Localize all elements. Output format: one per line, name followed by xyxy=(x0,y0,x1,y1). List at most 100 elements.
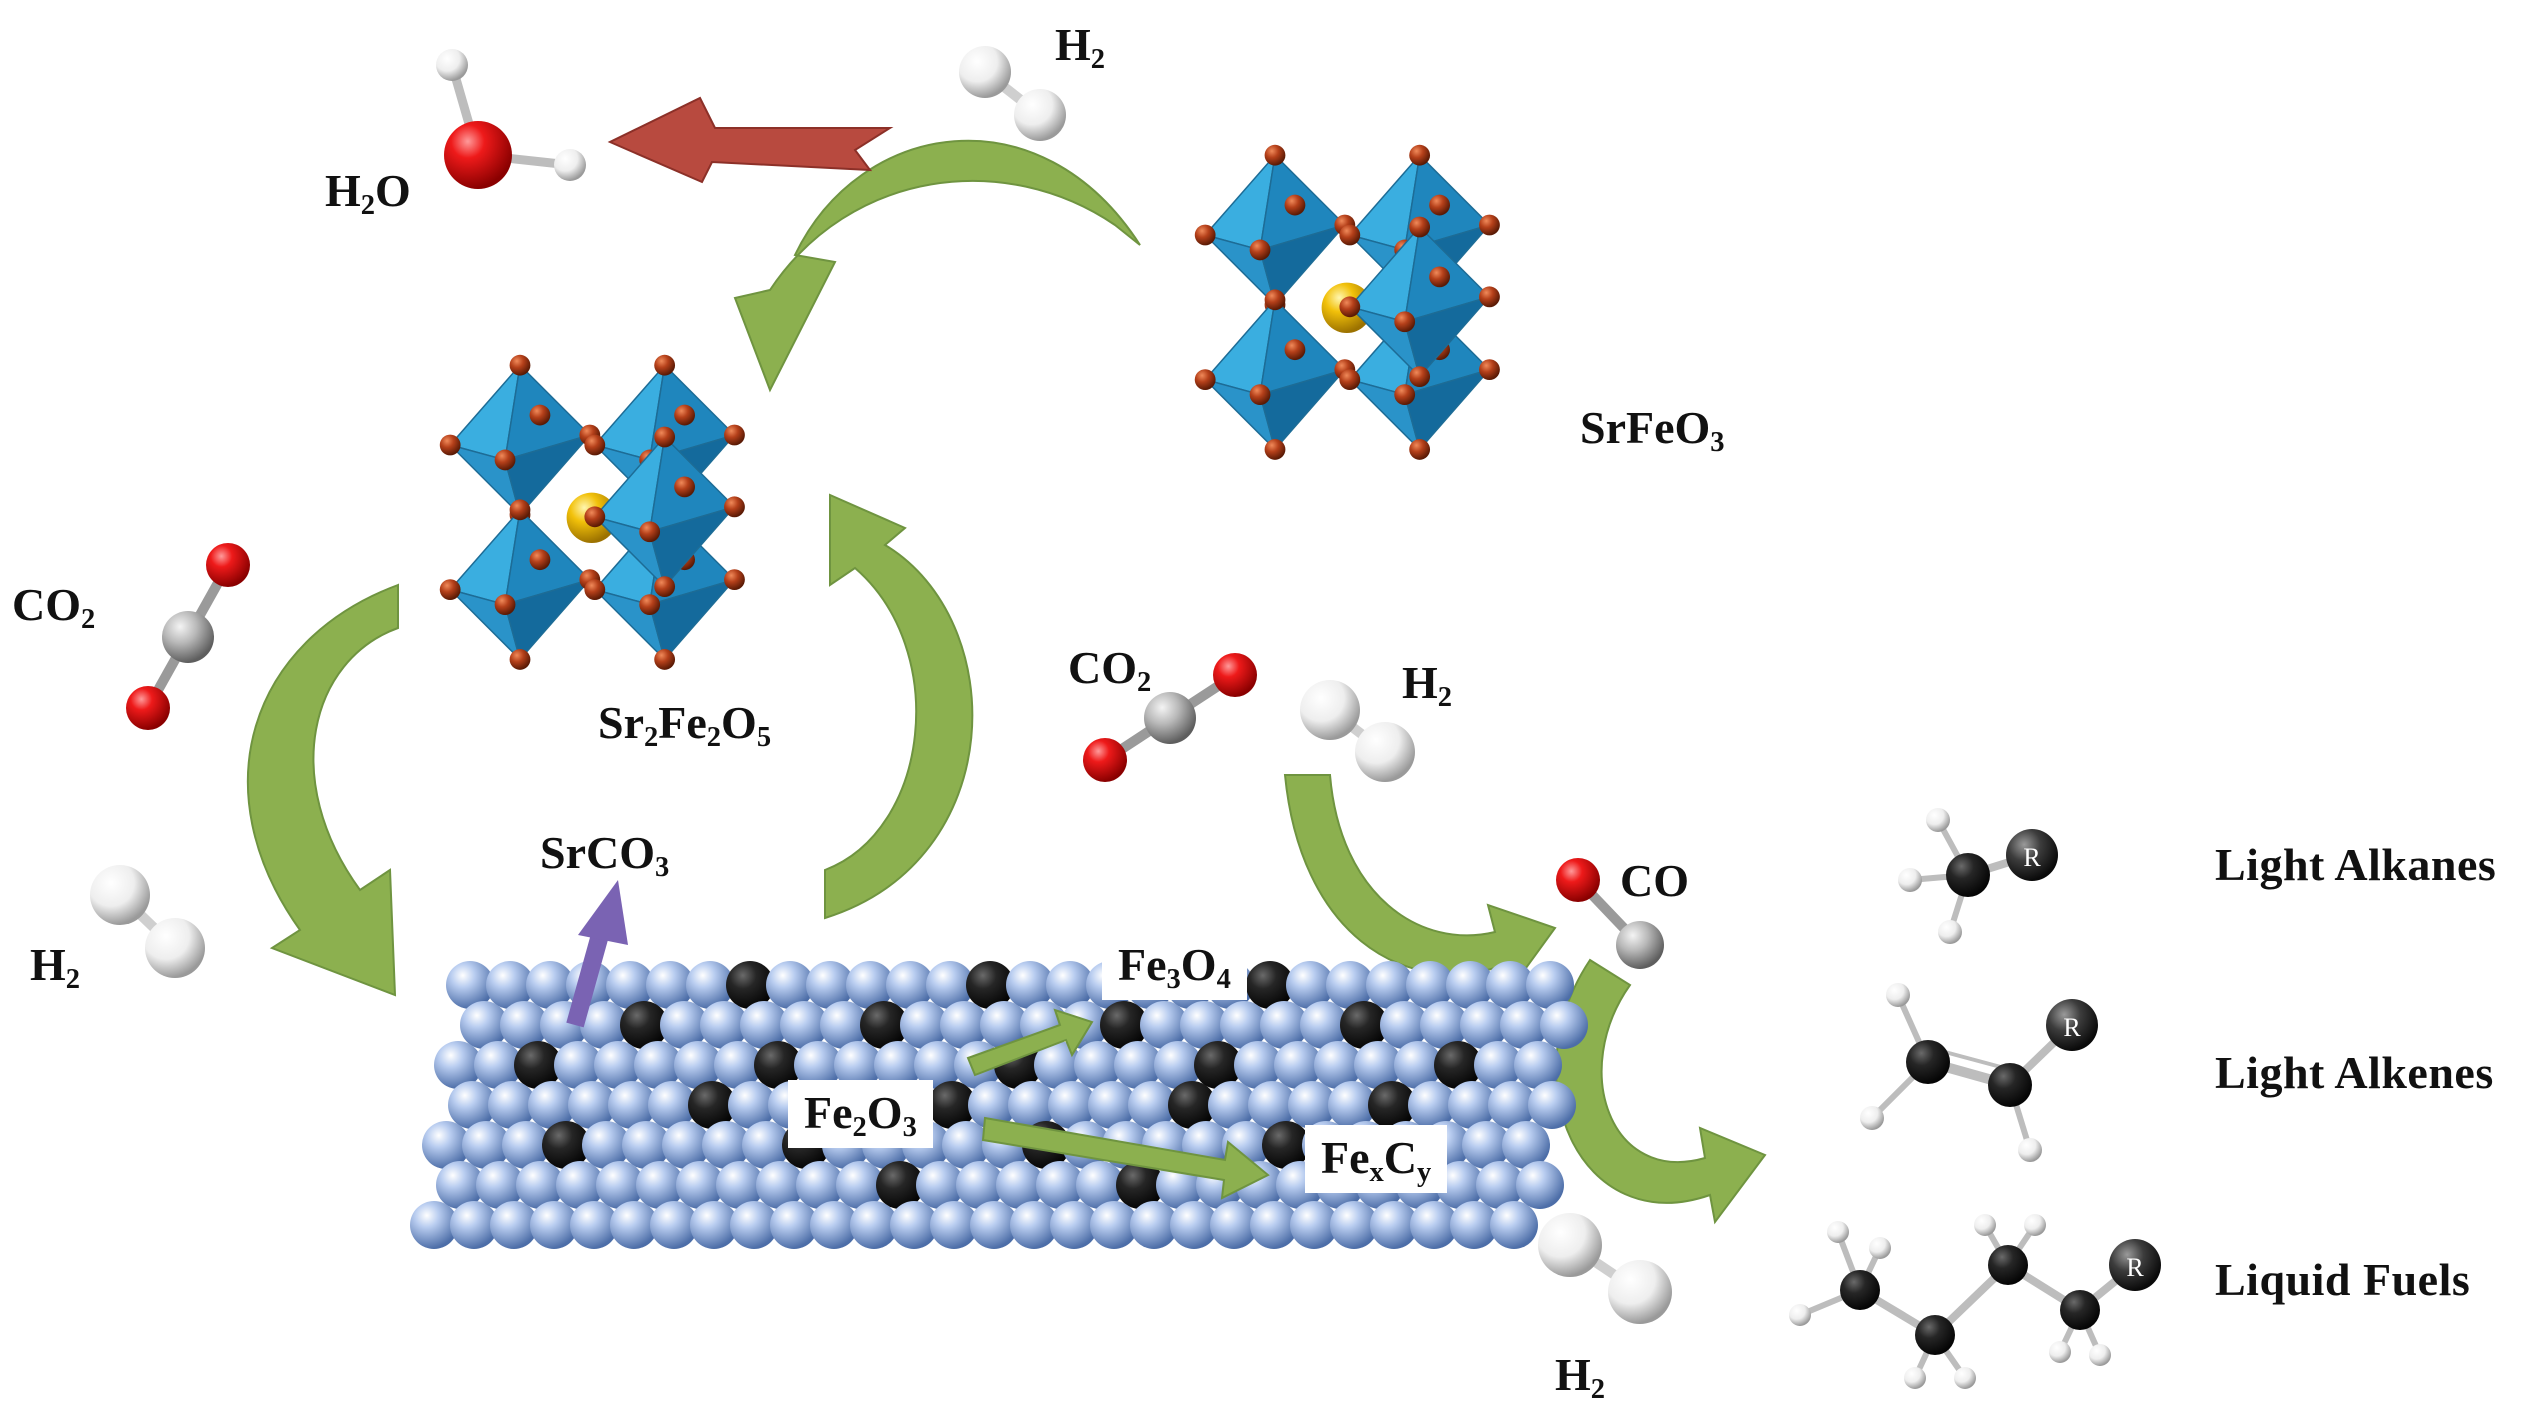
surface-sphere xyxy=(1006,961,1054,1009)
surface-sphere xyxy=(850,1201,898,1249)
surface-sphere xyxy=(1314,1041,1362,1089)
surface-sphere xyxy=(1490,1201,1538,1249)
surface-sphere xyxy=(530,1201,578,1249)
surface-sphere xyxy=(580,1001,628,1049)
surface-sphere xyxy=(730,1201,778,1249)
oxygen-atom xyxy=(1249,384,1271,405)
surface-sphere xyxy=(1328,1081,1376,1129)
surface-sphere xyxy=(1220,1001,1268,1049)
carbon-sphere xyxy=(1100,1001,1148,1049)
surface-sphere xyxy=(1528,1081,1576,1129)
surface-sphere xyxy=(610,1201,658,1249)
oxygen-atom xyxy=(1409,366,1431,388)
surface-sphere xyxy=(1048,1081,1096,1129)
oxygen-atom xyxy=(1479,214,1500,236)
oxygen-atom xyxy=(439,434,461,456)
surface-sphere xyxy=(914,1041,962,1089)
oxygen-atom xyxy=(584,434,606,456)
surface-sphere xyxy=(1248,1081,1296,1129)
surface-sphere xyxy=(836,1161,884,1209)
fe2o3-to-fexcy-arrow xyxy=(981,1116,1270,1200)
h2-label-mid: H2 xyxy=(1402,657,1453,713)
sr2fe2o5-crystal xyxy=(439,354,745,670)
oxygen-atom xyxy=(1409,439,1431,460)
oxygen-atom xyxy=(494,449,516,471)
surface-sphere xyxy=(606,961,654,1009)
surface-sphere xyxy=(690,1201,738,1249)
carbon-sphere xyxy=(1246,961,1294,1009)
oxygen-atom xyxy=(1409,144,1431,166)
surface-sphere xyxy=(716,1161,764,1209)
oxygen-atom xyxy=(529,404,551,426)
oxygen-atom xyxy=(584,506,606,528)
surface-sphere xyxy=(1210,1201,1258,1249)
octahedron-face xyxy=(1259,223,1348,307)
oxygen-atom xyxy=(1339,224,1361,246)
oxygen-atom xyxy=(1264,144,1286,166)
surface-sphere xyxy=(460,1001,508,1049)
surface-sphere xyxy=(1250,1201,1298,1249)
surface-sphere xyxy=(674,1041,722,1089)
surface-sphere xyxy=(490,1201,538,1249)
liquid-fuels-label: Liquid Fuels xyxy=(2215,1254,2471,1305)
oxygen-atom xyxy=(1409,216,1431,238)
surface-sphere xyxy=(1380,1001,1428,1049)
surface-sphere xyxy=(1446,961,1494,1009)
surface-sphere xyxy=(916,1161,964,1209)
oxygen-atom xyxy=(1479,359,1500,381)
co2-to-co-arrow xyxy=(1283,774,1557,993)
surface-sphere xyxy=(462,1121,510,1169)
carbon-sphere xyxy=(620,1001,668,1049)
oxygen-atom xyxy=(1264,289,1286,311)
surface-sphere xyxy=(1540,1001,1588,1049)
h2-molecule-bottom xyxy=(1538,1213,1672,1324)
carbon-sphere xyxy=(876,1161,924,1209)
h2-label-left: H2 xyxy=(30,939,81,995)
oxygen-atom xyxy=(509,649,531,670)
surface-sphere xyxy=(556,1161,604,1209)
surface-sphere xyxy=(702,1121,750,1169)
surface-sphere xyxy=(1076,1161,1124,1209)
oxygen-atom xyxy=(654,649,676,670)
surface-sphere xyxy=(1476,1161,1524,1209)
surface-sphere xyxy=(1036,1161,1084,1209)
surface-sphere xyxy=(1450,1201,1498,1249)
oxygen-atom xyxy=(1249,239,1271,261)
surface-sphere xyxy=(1516,1161,1564,1209)
surface-sphere xyxy=(1420,1001,1468,1049)
surface-sphere xyxy=(436,1161,484,1209)
surface-sphere xyxy=(434,1041,482,1089)
srfeo3-crystal xyxy=(1194,144,1500,460)
surface-sphere xyxy=(1474,1041,1522,1089)
surface-sphere xyxy=(1260,1001,1308,1049)
srfeo3-label: SrFeO3 xyxy=(1580,402,1725,458)
h2-molecule-left xyxy=(90,865,205,978)
surface-arrows xyxy=(966,1008,1270,1200)
oxygen-atom xyxy=(509,354,531,376)
oxygen-atom xyxy=(494,594,516,615)
surface-sphere xyxy=(796,1161,844,1209)
octahedron-face xyxy=(504,578,593,661)
surface-sphere xyxy=(890,1201,938,1249)
surface-sphere xyxy=(1090,1201,1138,1249)
h2-molecule-top xyxy=(959,46,1066,141)
surface-sphere xyxy=(502,1121,550,1169)
surface-sphere xyxy=(968,1081,1016,1129)
oxygen-atom xyxy=(439,579,461,601)
co2-molecule-left xyxy=(126,543,250,730)
surface-sphere xyxy=(1288,1081,1336,1129)
carbon-sphere xyxy=(1434,1041,1482,1089)
surface-sphere xyxy=(636,1161,684,1209)
surface-sphere xyxy=(1286,961,1334,1009)
surface-sphere xyxy=(1448,1081,1496,1129)
surface-sphere xyxy=(1050,1201,1098,1249)
carbon-sphere xyxy=(860,1001,908,1049)
regeneration-arrow xyxy=(824,493,974,920)
surface-sphere xyxy=(516,1161,564,1209)
carbon-sphere xyxy=(1194,1041,1242,1089)
surface-sphere xyxy=(1354,1041,1402,1089)
surface-sphere xyxy=(422,1121,470,1169)
fe2o3-to-fe3o4-arrow xyxy=(966,1008,1094,1077)
light-alkenes-label: Light Alkenes xyxy=(2215,1047,2494,1098)
surface-sphere xyxy=(742,1121,790,1169)
